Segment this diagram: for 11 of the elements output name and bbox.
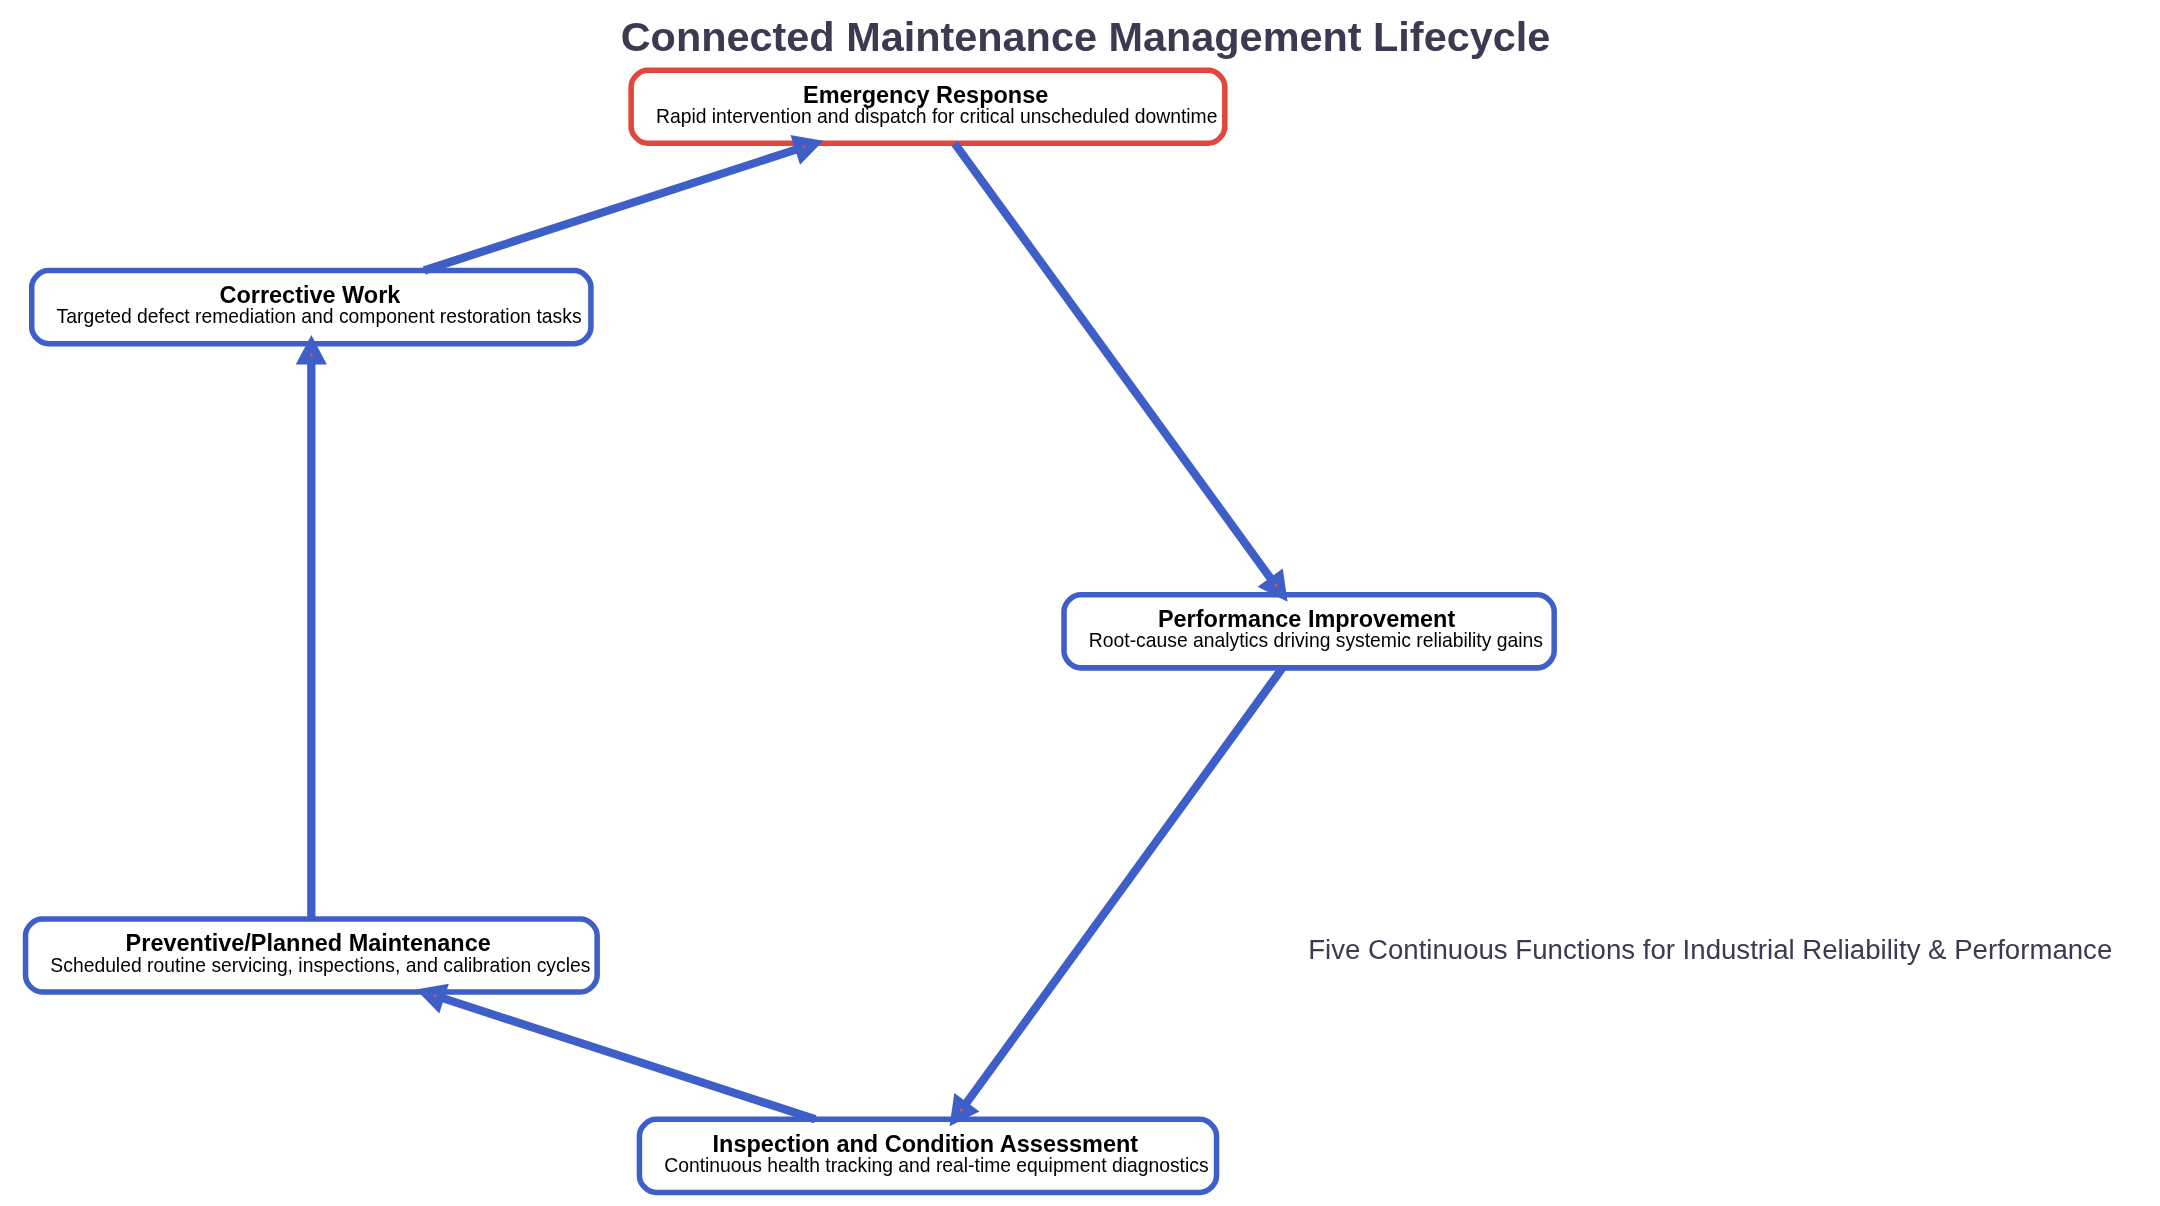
node-box: Preventive/Planned Maintenance Scheduled routine servicing, inspections, and calibration cycles	[22, 916, 600, 995]
node-box: Inspection and Condition Assessment Continuous health tracking and real-time equipment diagnostics	[636, 1116, 1219, 1196]
node-box: Performance Improvement Root-cause analytics driving systemic reliability gains	[1060, 591, 1557, 671]
arrow	[422, 135, 823, 275]
arrow	[415, 983, 816, 1124]
arrow	[295, 334, 327, 919]
node-box: Emergency Response Rapid intervention and dispatch for critical unscheduled downtime	[627, 67, 1228, 147]
diagram-title: Connected Maintenance Management Lifecycle	[620, 13, 1550, 60]
arrow	[950, 141, 1288, 602]
label: Five Continuous Functions for Industrial Reliability & Performance	[1307, 933, 2112, 965]
node-box: Corrective Work Targeted defect remediation and component restoration tasks	[28, 267, 594, 347]
